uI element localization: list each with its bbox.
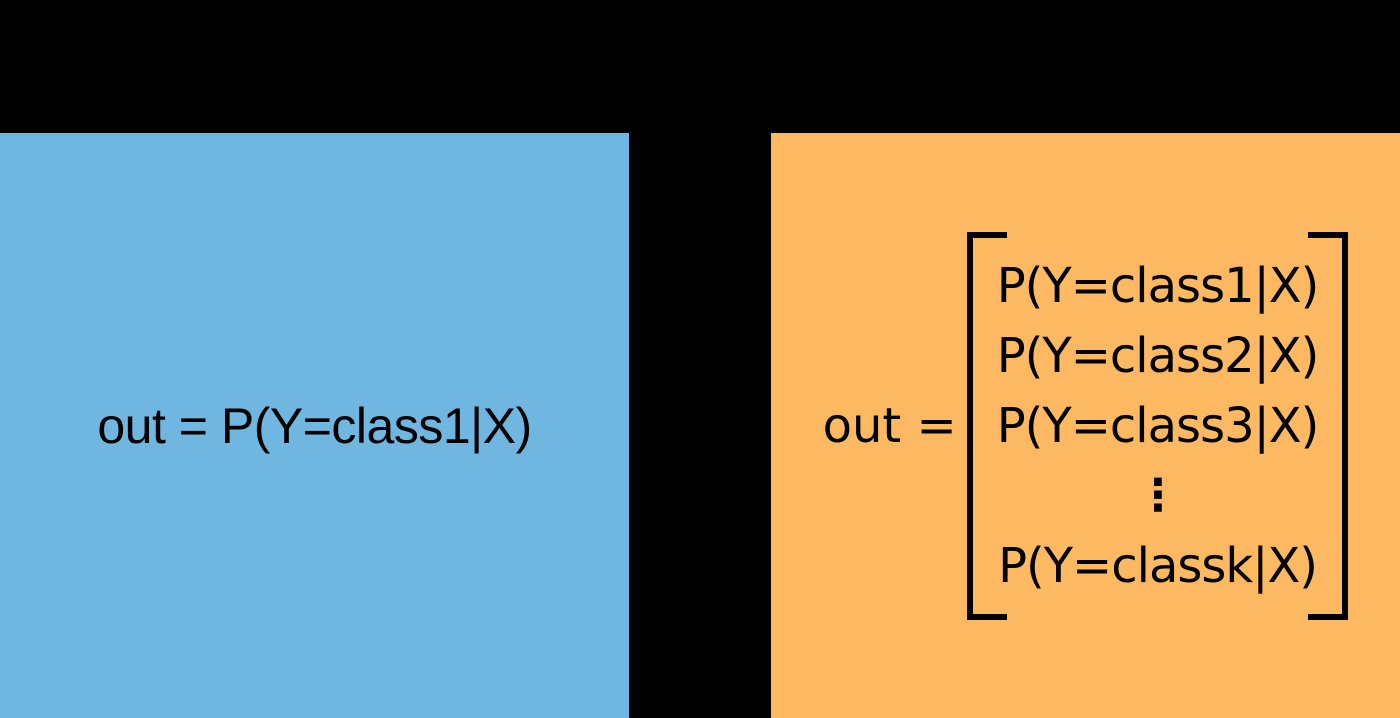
left-bracket <box>966 231 1007 620</box>
binary-output-panel: out = P(Y=class1|X) <box>0 133 629 718</box>
multiclass-output-panel: out = P(Y=class1|X) P(Y=class2|X) P(Y=cl… <box>771 133 1400 718</box>
binary-output-formula: out = P(Y=class1|X) <box>97 397 532 454</box>
vector-row-class1: P(Y=class1|X) <box>996 257 1320 314</box>
out-equals-label: out = <box>822 397 957 454</box>
vertical-ellipsis: ⋮ <box>1136 469 1180 521</box>
vector-row-class3: P(Y=class3|X) <box>996 397 1320 454</box>
probability-vector: P(Y=class1|X) P(Y=class2|X) P(Y=class3|X… <box>993 251 1323 601</box>
vector-row-class2: P(Y=class2|X) <box>996 327 1320 384</box>
right-bracket <box>1308 231 1349 620</box>
multiclass-output-equation: out = P(Y=class1|X) P(Y=class2|X) P(Y=cl… <box>822 231 1349 620</box>
vector-row-classk: P(Y=classk|X) <box>998 537 1318 594</box>
